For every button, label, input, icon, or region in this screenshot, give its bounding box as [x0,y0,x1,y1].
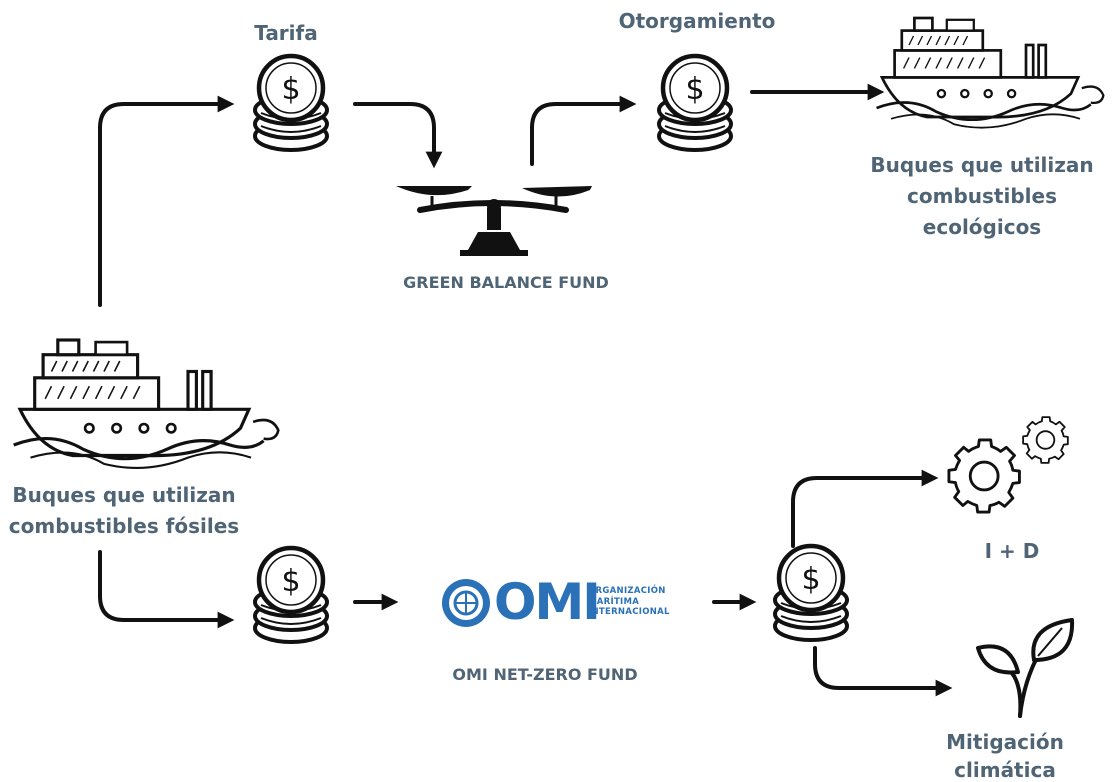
green-balance-fund-label: GREEN BALANCE FUND [403,273,609,292]
coin-stack-fund-icon [775,546,847,640]
coin-stack-tariff-icon [255,56,327,150]
mitigation-line-1: Mitigación [946,730,1064,754]
fossil-ship-icon [12,338,280,470]
fossil-ships-label: Buques que utilizan combustibles fósiles [0,480,248,542]
connector-fund-to-mitigation [813,646,953,697]
balance-scale-icon [396,186,592,256]
coin-stack-levy-icon [255,548,327,642]
small-gear-icon [1022,416,1069,464]
connector-tariff-to-green-fund [353,102,443,169]
grant-label: Otorgamiento [618,9,776,33]
omi-logo-letters: OMI [494,573,601,631]
large-gear-icon [947,438,1021,514]
omi-logo-line-3: INTERNACIONAL [588,607,670,618]
omi-logo-line-1: ORGANIZACIÓN [588,586,666,596]
connector-green-fund-to-grant [530,95,637,166]
tariff-label: Tarifa [254,21,318,45]
mitigation-label: Mitigación climática [930,728,1080,782]
eco-ships-label: Buques que utilizan combustibles ecológi… [862,150,1102,243]
omi-logo-text: ORGANIZACIÓN MARÍTIMA INTERNACIONAL [588,586,670,618]
rd-label: I + D [984,539,1040,563]
mitigation-line-2: climática [954,758,1056,782]
eco-ship-icon [875,16,1105,130]
connector-fossil-to-levy [98,550,235,629]
plant-icon [976,618,1075,718]
fossil-ships-line-1: Buques que utilizan [12,483,236,507]
omi-logo-line-2: MARÍTIMA [588,596,640,607]
connector-fund-to-rd [791,469,939,548]
omi-net-zero-fund-label: OMI NET-ZERO FUND [452,665,638,684]
coin-stack-grant-icon [659,56,731,150]
eco-ships-line-1: Buques que utilizan [870,153,1094,177]
eco-ships-line-3: ecológicos [922,215,1042,239]
omi-emblem-icon [442,579,490,627]
fossil-ships-line-2: combustibles fósiles [8,514,240,538]
eco-ships-line-2: combustibles [907,184,1057,208]
connector-fossil-to-tariff [98,95,235,307]
